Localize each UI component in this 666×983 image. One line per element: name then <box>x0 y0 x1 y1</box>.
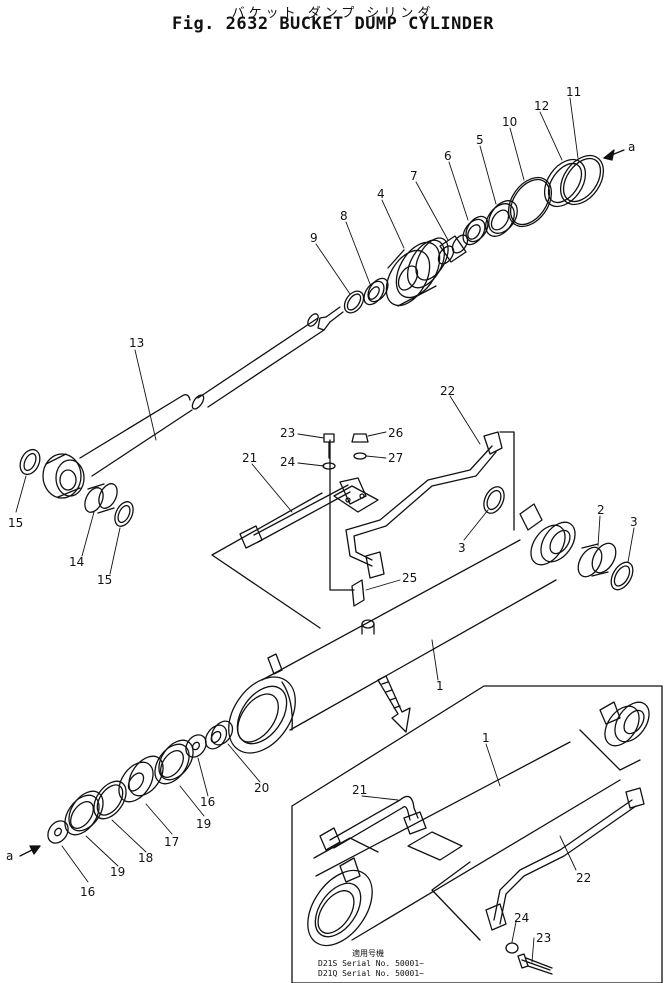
callout-21-inset: 21 <box>352 783 367 797</box>
bushing-part-14 <box>84 483 118 514</box>
piston-ring-part-18 <box>93 780 127 820</box>
clamp-plate <box>333 485 379 513</box>
detail-direction-arrow <box>377 675 411 733</box>
callout-11: 11 <box>566 85 581 99</box>
wear-ring-part-19-upper <box>154 739 194 785</box>
cylinder-tube-part-1 <box>228 503 576 754</box>
bolt-part-23 <box>323 433 335 459</box>
arrow-a-top <box>603 149 625 161</box>
seal-part-15-upper <box>19 448 41 476</box>
callout-19-upper: 19 <box>196 817 211 831</box>
washer-part-24 <box>322 462 336 470</box>
callout-27: 27 <box>388 451 403 465</box>
retainer-ring-part-12 <box>543 158 587 208</box>
callout-13: 13 <box>129 336 144 350</box>
backup-ring-part-5 <box>485 200 518 237</box>
tube-part-21 <box>239 477 367 549</box>
nut-part-20 <box>204 720 234 750</box>
callout-23-main: 23 <box>280 426 295 440</box>
callout-19-lower: 19 <box>110 865 125 879</box>
callout-5: 5 <box>476 133 484 147</box>
callout-24-inset: 24 <box>514 911 529 925</box>
arrow-a-bottom <box>19 845 41 857</box>
reference-a-top: a <box>628 140 635 154</box>
wear-ring-part-19-lower <box>64 790 104 836</box>
callout-15-lower: 15 <box>97 573 112 587</box>
seal-part-6 <box>462 215 489 246</box>
seal-part-3-right <box>610 561 634 591</box>
callout-12: 12 <box>534 99 549 113</box>
callout-3-right: 3 <box>630 515 638 529</box>
callout-26: 26 <box>388 426 403 440</box>
japanese-title: バケット ダンプ シリンダ <box>231 6 435 21</box>
bolt-part-25 <box>351 579 365 607</box>
callout-3-left: 3 <box>458 541 466 555</box>
callout-4: 4 <box>377 187 385 201</box>
reference-a-bottom: a <box>6 849 13 863</box>
tube-part-22 <box>345 431 503 579</box>
inset-note-line1: D21S Serial No. 50001~ <box>318 959 424 968</box>
callout-22-main: 22 <box>440 384 455 398</box>
figure-title: Fig. 2632 BUCKET DUMP CYLINDER <box>171 14 495 34</box>
inset-note-line2: D21Q Serial No. 50001~ <box>318 969 424 978</box>
callout-7: 7 <box>410 169 418 183</box>
callout-21-main: 21 <box>242 451 257 465</box>
nut-part-26 <box>351 433 369 443</box>
callout-1-main: 1 <box>436 679 444 693</box>
callout-20: 20 <box>254 781 269 795</box>
callout-1-inset: 1 <box>482 731 490 745</box>
snap-ring-part-11 <box>559 154 605 206</box>
o-ring-part-10 <box>507 176 553 228</box>
seal-part-3-left <box>483 486 505 514</box>
callout-23-inset: 23 <box>536 931 551 945</box>
cylinder-head-part-4 <box>385 237 449 307</box>
inset-detail-box <box>291 685 663 983</box>
callout-24-main: 24 <box>280 455 295 469</box>
dust-seal-part-8 <box>363 277 389 306</box>
callout-16-lower: 16 <box>80 885 95 899</box>
callout-2: 2 <box>597 503 605 517</box>
seal-part-15-lower <box>114 501 134 527</box>
snap-ring-part-9 <box>343 290 365 314</box>
callout-9: 9 <box>310 231 318 245</box>
callout-16-upper: 16 <box>200 795 215 809</box>
callout-8: 8 <box>340 209 348 223</box>
washer-part-16-lower <box>47 820 69 844</box>
piston-part-17 <box>118 755 164 803</box>
callout-10: 10 <box>502 115 517 129</box>
callout-6: 6 <box>444 149 452 163</box>
callout-leaders <box>15 97 635 963</box>
callout-18: 18 <box>138 851 153 865</box>
piston-rod-part-13 <box>42 306 344 499</box>
washer-part-27 <box>353 452 367 460</box>
callout-25: 25 <box>402 571 417 585</box>
callout-17: 17 <box>164 835 179 849</box>
callout-22-inset: 22 <box>576 871 591 885</box>
callout-15-upper: 15 <box>8 516 23 530</box>
callout-14: 14 <box>69 555 84 569</box>
inset-note-heading: 適用号機 <box>352 948 384 958</box>
bushing-part-2 <box>577 542 617 578</box>
